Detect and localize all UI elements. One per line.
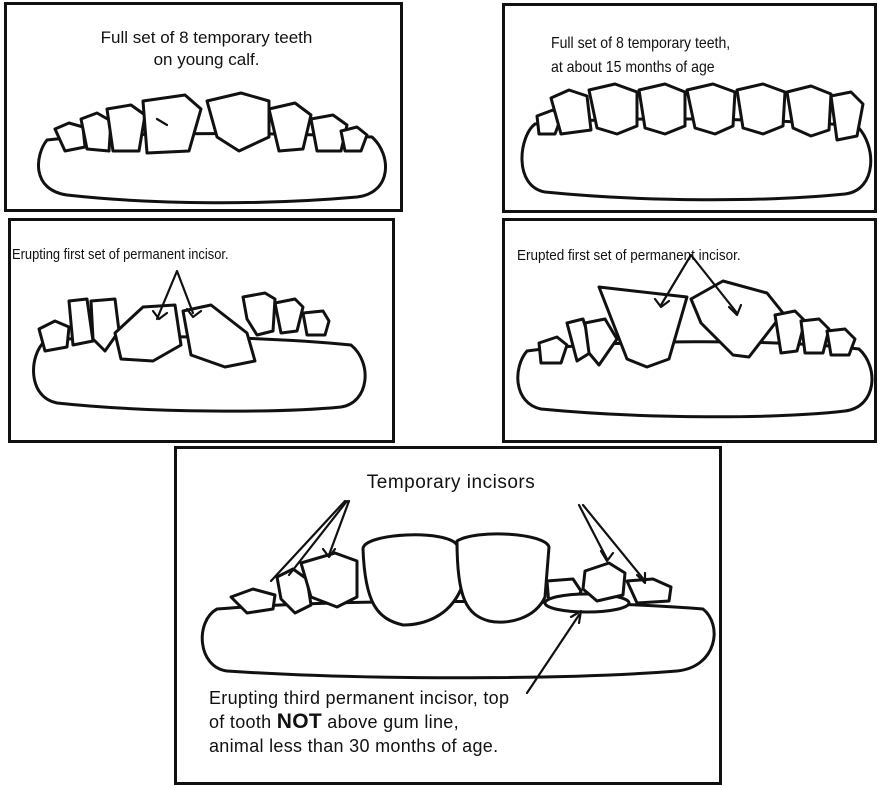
panel-erupted-first-permanent: Erupted first set of permanent incisor. (502, 218, 877, 443)
tooth (639, 84, 685, 134)
tooth (539, 337, 567, 363)
tooth (107, 105, 145, 151)
jaw-illustration (11, 221, 398, 446)
panel-15-months: Full set of 8 temporary teeth,at about 1… (502, 3, 877, 213)
tooth (627, 579, 671, 603)
tooth (589, 84, 637, 134)
tooth (801, 319, 829, 353)
panel-erupting-first-permanent: Erupting first set of permanent incisor. (8, 218, 395, 443)
tooth (275, 299, 303, 333)
tooth (583, 563, 625, 601)
tooth (341, 127, 367, 151)
jaw-illustration (7, 5, 406, 215)
jaw-illustration (505, 221, 879, 446)
jaw-illustration (505, 6, 879, 216)
tooth (687, 84, 735, 134)
permanent-incisor (457, 534, 549, 622)
tooth (143, 95, 201, 153)
panel-erupting-third-permanent: Temporary incisors Erupting third perman… (174, 446, 722, 785)
tooth (69, 299, 93, 345)
gum (202, 602, 714, 678)
tooth (243, 293, 275, 335)
tooth (787, 86, 831, 136)
tooth (737, 84, 785, 134)
tooth (827, 329, 855, 355)
tooth (831, 92, 863, 140)
tooth (81, 113, 111, 151)
tooth (303, 311, 329, 335)
tooth (39, 321, 69, 351)
permanent-incisor (363, 535, 461, 625)
